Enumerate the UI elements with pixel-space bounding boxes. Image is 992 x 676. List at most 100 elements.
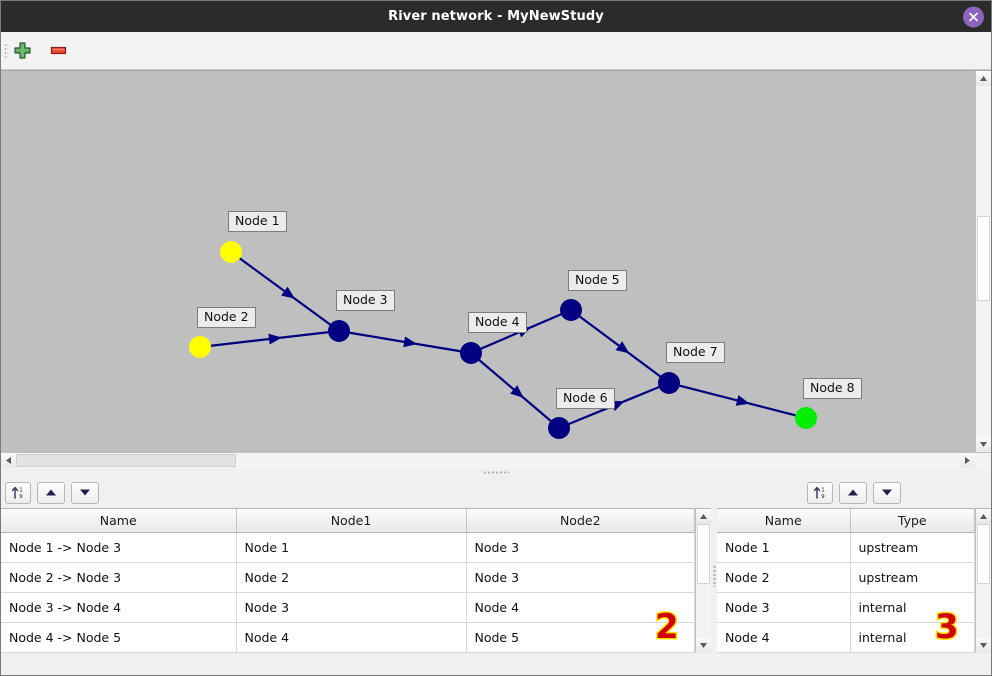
reaches-table-row-empty[interactable]: [1, 652, 695, 653]
reaches-column-header[interactable]: Name: [1, 509, 237, 533]
diagram-node4[interactable]: [460, 342, 482, 364]
reaches-vscroll-thumb[interactable]: [697, 524, 710, 584]
diagram-label-node2[interactable]: Node 2: [197, 307, 256, 328]
diagram-vscroll-track[interactable]: [976, 86, 991, 437]
nodes-vscroll-thumb[interactable]: [977, 524, 990, 584]
diagram-label-node6[interactable]: Node 6: [556, 388, 615, 409]
diagram-vscroll-thumb[interactable]: [977, 216, 990, 301]
diagram-hscroll-thumb[interactable]: [16, 454, 236, 467]
diagram-node1[interactable]: [220, 241, 242, 263]
reaches-scroll-down-icon[interactable]: [696, 638, 711, 653]
diagram-node2[interactable]: [189, 336, 211, 358]
reaches-cell[interactable]: Node 3: [236, 592, 467, 623]
nodes-cell[interactable]: upstream: [850, 532, 975, 563]
nodes-move-down-icon[interactable]: [873, 481, 901, 504]
reaches-move-down-icon[interactable]: [71, 481, 99, 504]
nodes-cell[interactable]: Node 3: [717, 592, 851, 623]
reaches-vscroll-track[interactable]: [696, 524, 711, 638]
reaches-vertical-scrollbar[interactable]: [695, 509, 711, 653]
scroll-up-icon[interactable]: [976, 71, 991, 86]
nodes-cell[interactable]: Node 1: [717, 532, 851, 563]
scroll-down-icon[interactable]: [976, 437, 991, 452]
nodes-column-header[interactable]: Name: [717, 509, 851, 533]
reaches-cell-empty[interactable]: [466, 652, 695, 653]
nodes-cell[interactable]: upstream: [850, 562, 975, 593]
diagram-label-node8[interactable]: Node 8: [803, 378, 862, 399]
nodes-cell[interactable]: internal: [850, 592, 975, 623]
reaches-move-up-icon[interactable]: [37, 481, 65, 504]
reaches-cell[interactable]: Node 3 -> Node 4: [1, 592, 237, 623]
nodes-scroll-up-icon[interactable]: [976, 509, 991, 524]
reaches-sort-ascending-icon[interactable]: 1 9: [5, 481, 31, 504]
vertical-splitter-grip-icon: [712, 565, 716, 587]
reaches-cell[interactable]: Node 3: [466, 562, 695, 593]
nodes-cell[interactable]: internal: [850, 622, 975, 653]
nodes-cell-empty[interactable]: [717, 652, 851, 653]
reaches-cell[interactable]: Node 2 -> Node 3: [1, 562, 237, 593]
diagram-label-node3[interactable]: Node 3: [336, 290, 395, 311]
diagram-node8[interactable]: [795, 407, 817, 429]
nodes-cell[interactable]: Node 4: [717, 622, 851, 653]
diagram-hscroll-track[interactable]: [16, 453, 960, 468]
main-toolbar: [1, 32, 991, 70]
svg-text:1: 1: [19, 487, 22, 493]
nodes-scroll-down-icon[interactable]: [976, 638, 991, 653]
nodes-vscroll-track[interactable]: [976, 524, 991, 638]
add-node-icon[interactable]: [11, 40, 33, 62]
diagram-node5[interactable]: [560, 299, 582, 321]
nodes-cell-empty[interactable]: [850, 652, 975, 653]
reaches-cell[interactable]: Node 1: [236, 532, 467, 563]
scroll-right-icon[interactable]: [960, 453, 975, 468]
diagram-label-node1[interactable]: Node 1: [228, 211, 287, 232]
reaches-cell-empty[interactable]: [236, 652, 467, 653]
nodes-cell[interactable]: Node 2: [717, 562, 851, 593]
reaches-cell[interactable]: Node 2: [236, 562, 467, 593]
nodes-sort-ascending-icon[interactable]: 1 9: [807, 481, 833, 504]
scroll-left-icon[interactable]: [1, 453, 16, 468]
remove-node-icon[interactable]: [47, 40, 69, 62]
reaches-cell[interactable]: Node 4: [236, 622, 467, 653]
reaches-cell[interactable]: Node 1 -> Node 3: [1, 532, 237, 563]
nodes-vertical-scrollbar[interactable]: [975, 509, 991, 653]
reaches-cell[interactable]: Node 4: [466, 592, 695, 623]
diagram-horizontal-scrollbar[interactable]: [1, 452, 991, 469]
diagram-label-node7[interactable]: Node 7: [666, 342, 725, 363]
reaches-scroll-up-icon[interactable]: [696, 509, 711, 524]
close-icon[interactable]: [963, 6, 984, 27]
nodes-column-header[interactable]: Type: [850, 509, 975, 533]
window-title: River network - MyNewStudy: [388, 9, 604, 24]
diagram-label-node4[interactable]: Node 4: [468, 312, 527, 333]
diagram-node7[interactable]: [658, 372, 680, 394]
reaches-column-header[interactable]: Node2: [466, 509, 695, 533]
nodes-table-row-empty[interactable]: [717, 652, 975, 653]
diagram-node3[interactable]: [328, 320, 350, 342]
diagram-label-node5[interactable]: Node 5: [568, 270, 627, 291]
vertical-splitter[interactable]: [711, 477, 717, 675]
reaches-cell-empty[interactable]: [1, 652, 237, 653]
horizontal-splitter[interactable]: [1, 468, 991, 477]
reaches-column-header[interactable]: Node1: [236, 509, 467, 533]
diagram-node6[interactable]: [548, 417, 570, 439]
diagram-vertical-scrollbar[interactable]: [975, 70, 991, 452]
reaches-cell[interactable]: Node 3: [466, 532, 695, 563]
reaches-cell[interactable]: Node 5: [466, 622, 695, 653]
nodes-move-up-icon[interactable]: [839, 481, 867, 504]
toolbar-grip[interactable]: [4, 42, 8, 59]
title-bar: River network - MyNewStudy: [1, 1, 991, 32]
reaches-cell[interactable]: Node 4 -> Node 5: [1, 622, 237, 653]
